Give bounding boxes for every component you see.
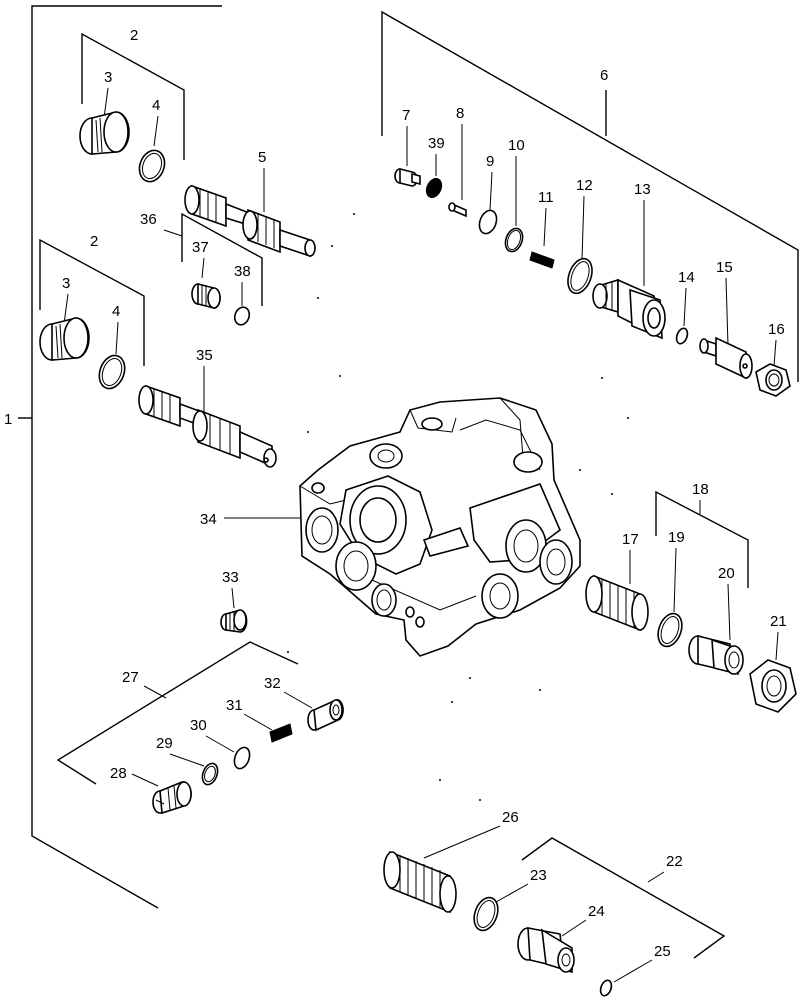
- callout-13: 13: [634, 181, 651, 198]
- callout-20: 20: [718, 565, 735, 582]
- callout-24: 24: [588, 903, 605, 920]
- spool-part-35: [138, 384, 277, 468]
- callout-29: 29: [156, 735, 173, 752]
- callout-30: 30: [190, 717, 207, 734]
- callout-26: 26: [502, 809, 519, 826]
- o-ring-part-29: [201, 762, 219, 786]
- callout-38: 38: [234, 263, 251, 280]
- fitting-part-24: [517, 927, 575, 974]
- callout-9: 9: [486, 153, 494, 170]
- o-ring-part-4-lower: [98, 354, 126, 390]
- sleeve-part-32: [307, 699, 344, 732]
- scattered-dots: [287, 213, 629, 801]
- callout-14: 14: [678, 269, 695, 286]
- plug-part-3-upper: [79, 111, 130, 155]
- callout-16: 16: [768, 321, 785, 338]
- callout-12: 12: [576, 177, 593, 194]
- callout-6: 6: [600, 67, 608, 84]
- o-ring-part-19: [657, 612, 683, 648]
- group-36-bracket: [181, 212, 263, 306]
- valve-body-part-34: [299, 397, 581, 657]
- pin-part-7: [394, 167, 421, 187]
- callout-35: 35: [196, 347, 213, 364]
- group-27-bracket: [56, 641, 299, 785]
- callout-3-lower: 3: [62, 275, 70, 292]
- group-22-bracket: [521, 837, 726, 959]
- o-ring-part-25: [599, 979, 613, 997]
- callout-34: 34: [200, 511, 217, 528]
- callout-2-lower: 2: [90, 233, 98, 250]
- o-ring-part-14: [675, 327, 689, 345]
- callout-37: 37: [192, 239, 209, 256]
- callout-25: 25: [654, 943, 671, 960]
- callout-39: 39: [428, 135, 445, 152]
- group-2-upper-bracket: [81, 32, 185, 160]
- callout-5: 5: [258, 149, 266, 166]
- poppet-part-15: [699, 336, 753, 380]
- ball-part-39: [425, 177, 443, 199]
- spring-part-11: [529, 251, 555, 269]
- nut-part-16: [755, 363, 791, 397]
- callout-27: 27: [122, 669, 139, 686]
- spool-part-5: [184, 184, 316, 258]
- group-18-bracket: [655, 490, 749, 588]
- o-ring-part-4-upper: [138, 149, 166, 183]
- callout-2-upper: 2: [130, 27, 138, 44]
- group-6-bracket: [381, 10, 799, 382]
- callout-1: 1: [4, 411, 12, 428]
- o-ring-part-10: [504, 227, 524, 253]
- callout-32: 32: [264, 675, 281, 692]
- spring-part-17: [585, 574, 649, 632]
- callout-23: 23: [530, 867, 547, 884]
- valve-part-13: [592, 278, 666, 340]
- callout-33: 33: [222, 569, 239, 586]
- callout-11: 11: [538, 189, 554, 206]
- callout-8: 8: [456, 105, 464, 122]
- callout-31: 31: [226, 697, 243, 714]
- callout-36: 36: [140, 211, 157, 228]
- spring-part-26: [383, 850, 457, 914]
- o-ring-part-30: [233, 746, 251, 770]
- o-ring-part-12: [567, 257, 593, 295]
- pin-part-8: [448, 202, 467, 218]
- o-ring-part-9: [478, 209, 498, 235]
- callout-21: 21: [770, 613, 787, 630]
- o-ring-part-23: [473, 896, 499, 932]
- plug-part-3-lower: [39, 317, 90, 361]
- callout-3-upper: 3: [104, 69, 112, 86]
- plug-part-33: [220, 609, 248, 633]
- callout-19: 19: [668, 529, 685, 546]
- callout-4-upper: 4: [152, 97, 160, 114]
- callout-7: 7: [402, 107, 410, 124]
- group-2-lower-bracket: [39, 238, 145, 366]
- fitting-part-20: [688, 634, 744, 676]
- screw-part-28: [152, 781, 192, 815]
- callout-28: 28: [110, 765, 127, 782]
- callout-10: 10: [508, 137, 525, 154]
- callout-17: 17: [622, 531, 639, 548]
- nut-part-21: [749, 659, 797, 713]
- callout-22: 22: [666, 853, 683, 870]
- plug-part-37: [191, 282, 221, 309]
- callout-18: 18: [692, 481, 709, 498]
- callout-15: 15: [716, 259, 733, 276]
- group-1-bracket: [18, 5, 222, 909]
- callout-4-lower: 4: [112, 303, 120, 320]
- o-ring-part-38: [233, 306, 251, 326]
- spring-part-31: [269, 723, 293, 743]
